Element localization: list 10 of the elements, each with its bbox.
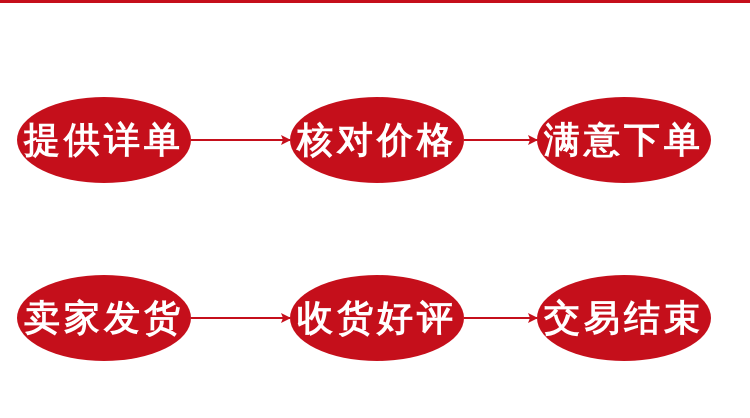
step-oval: 满意下单 <box>537 97 711 183</box>
arrow <box>464 313 538 323</box>
step-oval: 卖家发货 <box>17 275 191 361</box>
arrow <box>191 135 291 145</box>
arrow <box>464 135 538 145</box>
step-oval: 核对价格 <box>290 97 464 183</box>
step-oval: 收货好评 <box>290 275 464 361</box>
step-oval: 提供详单 <box>17 97 191 183</box>
arrow <box>191 313 291 323</box>
step-oval: 交易结束 <box>537 275 711 361</box>
